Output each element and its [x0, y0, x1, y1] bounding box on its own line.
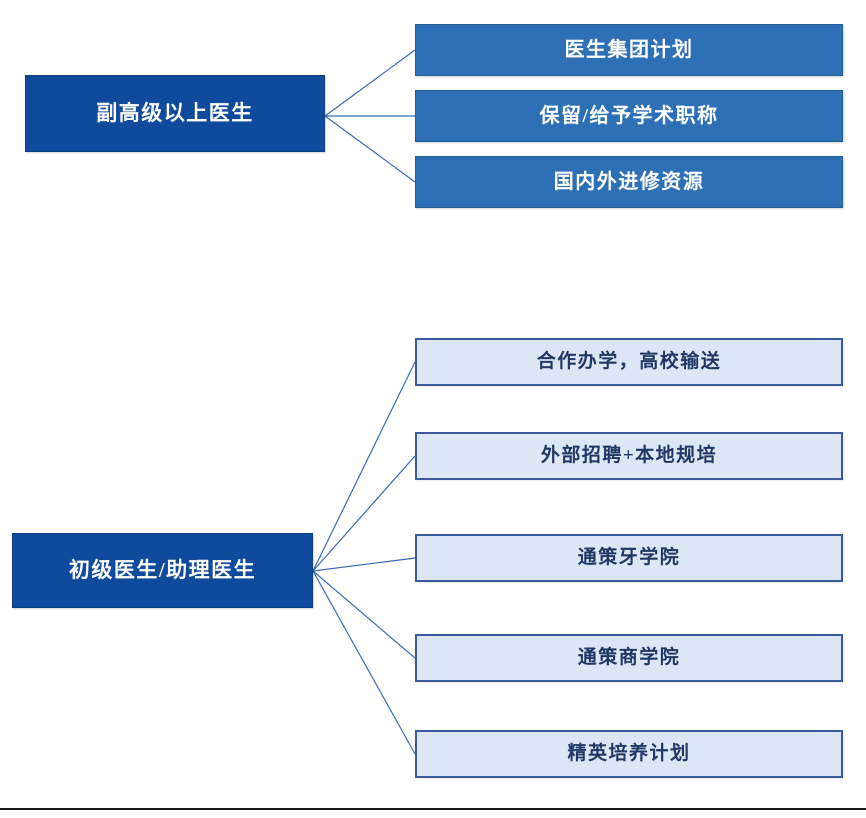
leaf-node-junior-4-label: 精英培养计划 — [567, 743, 691, 765]
branch-node-senior-1[interactable]: 保留/给予学术职称 — [415, 90, 843, 142]
branch-node-senior-2[interactable]: 国内外进修资源 — [415, 156, 843, 208]
connector-senior-0 — [324, 49, 416, 117]
leaf-node-junior-0-label: 合作办学，高校输送 — [536, 351, 722, 373]
leaf-node-junior-2-label: 通策牙学院 — [577, 547, 681, 569]
connector-junior-2 — [312, 557, 416, 572]
connector-junior-0 — [312, 361, 416, 572]
leaf-node-junior-1[interactable]: 外部招聘+本地规培 — [415, 432, 843, 480]
connector-junior-4 — [312, 570, 416, 755]
leaf-node-junior-4[interactable]: 精英培养计划 — [415, 730, 843, 778]
root-node-junior-label: 初级医生/助理医生 — [68, 558, 257, 583]
branch-node-senior-2-label: 国内外进修资源 — [553, 170, 705, 193]
branch-node-senior-1-label: 保留/给予学术职称 — [539, 104, 719, 127]
connector-junior-3 — [312, 570, 416, 659]
leaf-node-junior-3[interactable]: 通策商学院 — [415, 634, 843, 682]
branch-node-senior-0[interactable]: 医生集团计划 — [415, 24, 843, 76]
root-node-senior-label: 副高级以上医生 — [96, 101, 254, 126]
leaf-node-junior-0[interactable]: 合作办学，高校输送 — [415, 338, 843, 386]
branch-node-senior-0-label: 医生集团计划 — [564, 38, 694, 61]
leaf-node-junior-3-label: 通策商学院 — [577, 647, 681, 669]
leaf-node-junior-2[interactable]: 通策牙学院 — [415, 534, 843, 582]
leaf-node-junior-1-label: 外部招聘+本地规培 — [540, 445, 718, 467]
bottom-divider-rule — [0, 808, 866, 810]
root-node-junior[interactable]: 初级医生/助理医生 — [12, 533, 313, 608]
connector-junior-1 — [312, 455, 416, 572]
root-node-senior[interactable]: 副高级以上医生 — [25, 75, 325, 152]
connector-senior-2 — [324, 115, 416, 183]
